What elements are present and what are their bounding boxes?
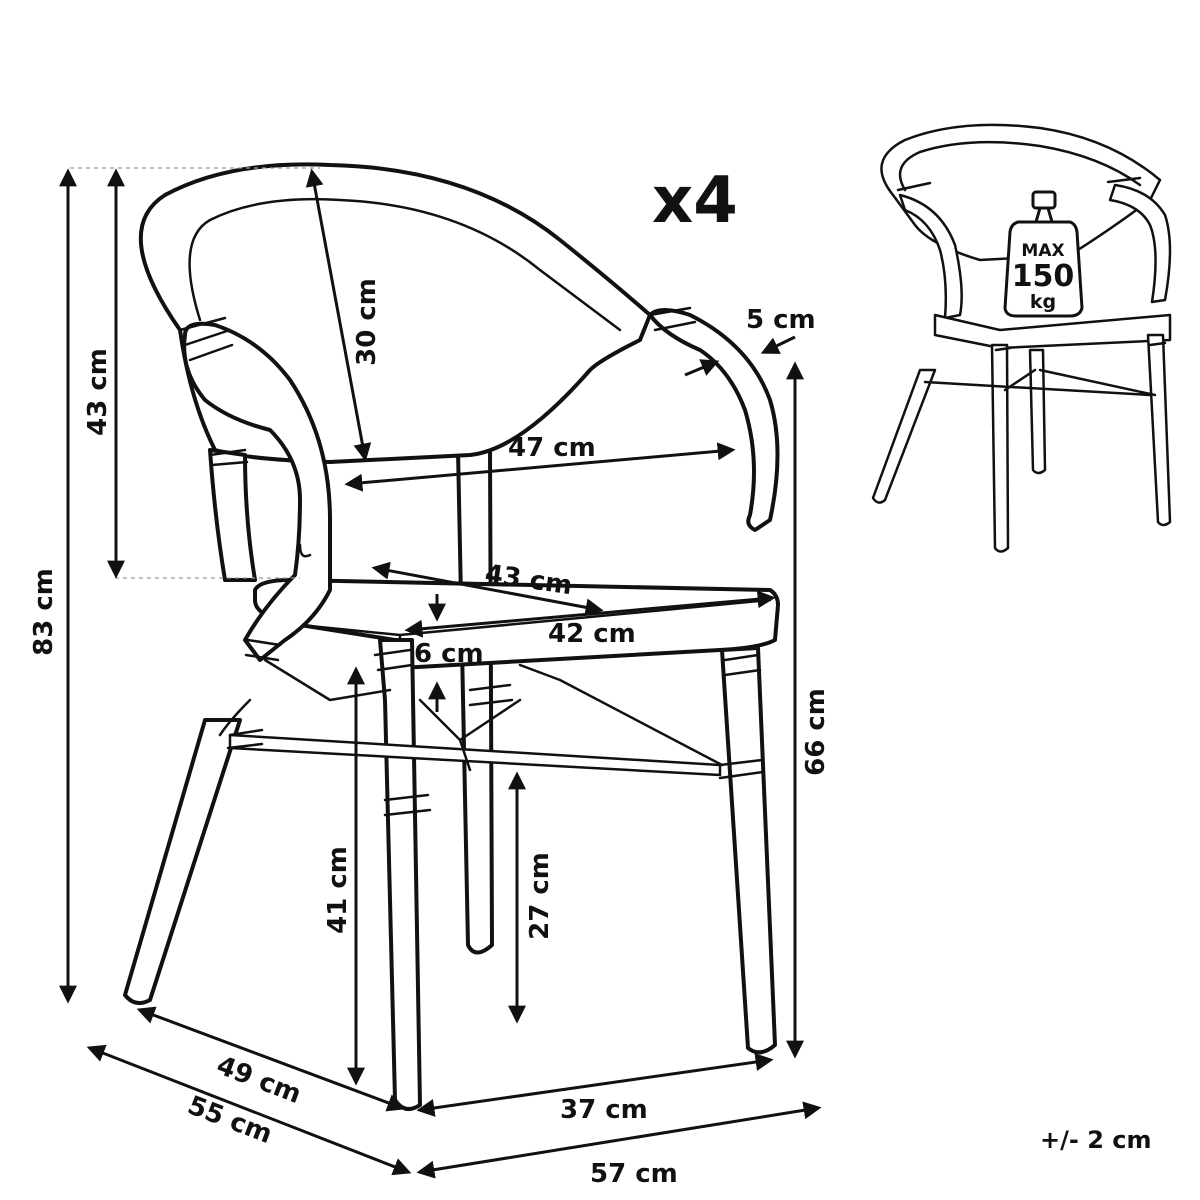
dim-total-height: 83 cm <box>29 568 59 656</box>
max-load-line3: kg <box>1030 291 1056 313</box>
dim-total-width: 57 cm <box>590 1159 678 1189</box>
small-chair-drawing <box>871 123 1172 553</box>
dim-stretcher-height: 27 cm <box>525 852 555 940</box>
dimension-lines <box>59 168 822 1179</box>
dim-seat-width: 42 cm <box>548 619 636 649</box>
tolerance-note: +/- 2 cm <box>1040 1126 1151 1154</box>
dim-total-depth: 55 cm <box>183 1091 276 1150</box>
main-chair-drawing <box>123 162 780 1111</box>
dim-armrest-height: 66 cm <box>801 688 831 776</box>
dim-seat-thickness: 6 cm <box>414 639 484 669</box>
dim-armrest-width: 5 cm <box>746 305 816 335</box>
max-load-line1: MAX <box>1021 241 1064 261</box>
dim-inner-width: 47 cm <box>508 433 596 463</box>
max-load-line2: 150 <box>1012 259 1075 294</box>
dim-backrest-depth: 30 cm <box>352 278 382 366</box>
dim-seat-height: 41 cm <box>323 846 353 934</box>
quantity-label: x4 <box>652 164 738 238</box>
max-load-weight-icon: MAX 150 kg <box>1003 190 1084 318</box>
dim-backrest-height: 43 cm <box>83 348 113 436</box>
dim-inner-leg-width: 37 cm <box>560 1095 648 1125</box>
